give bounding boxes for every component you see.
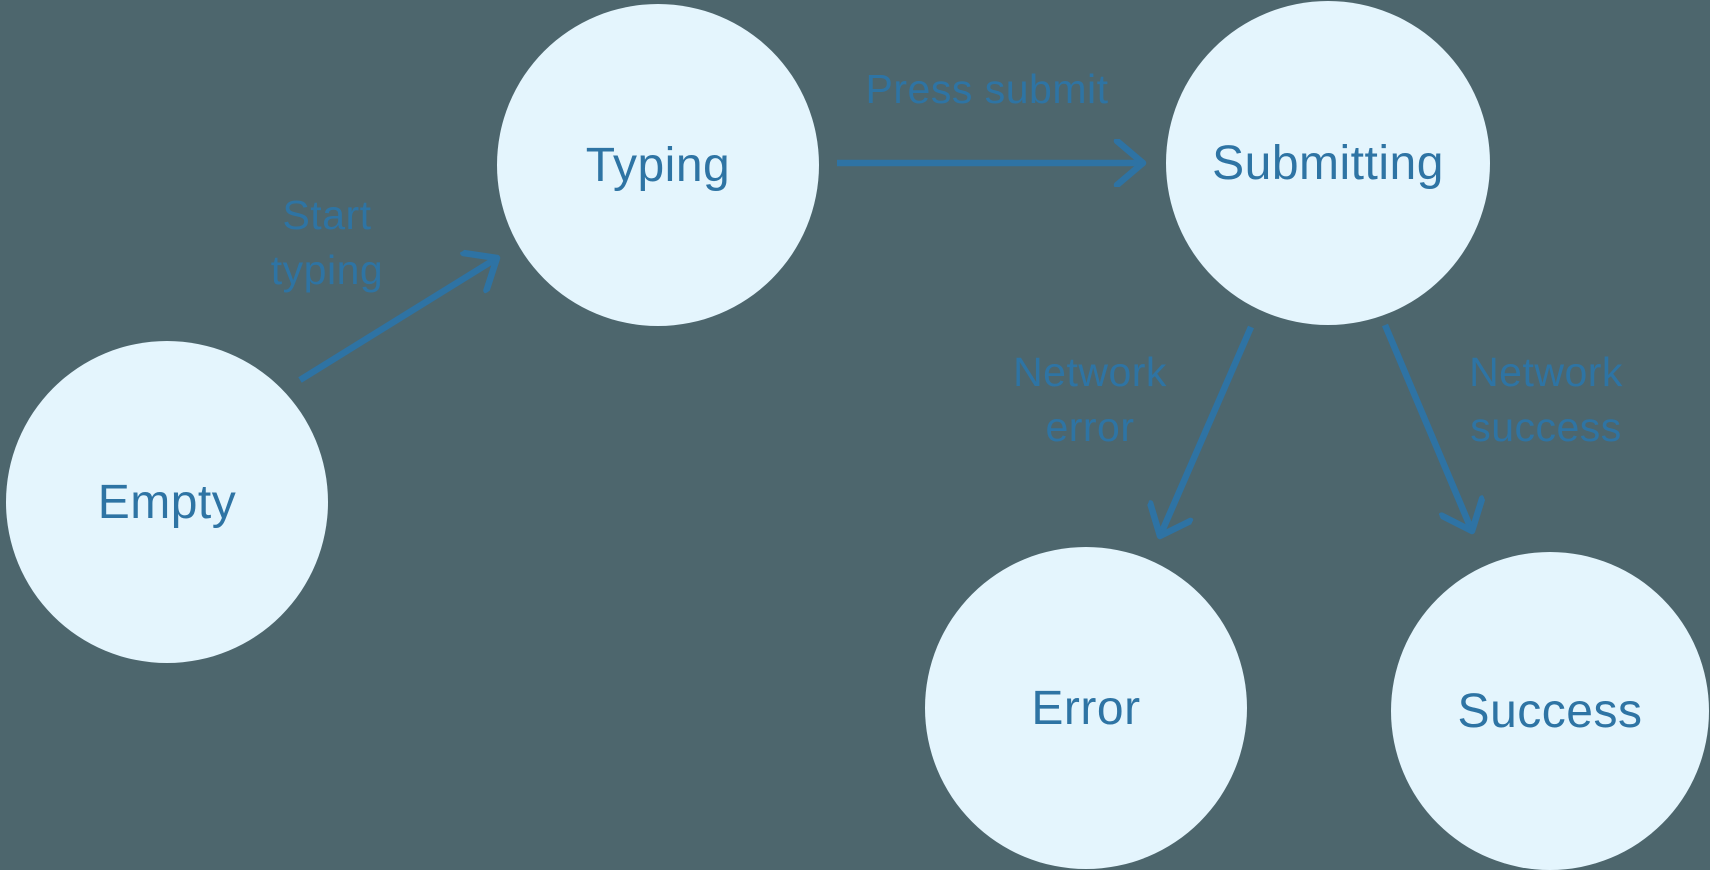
edge-label-line: Network — [1013, 349, 1167, 395]
edge-label-line: Network — [1469, 349, 1623, 395]
state-label-typing: Typing — [585, 138, 731, 192]
edge-submitting-to-error — [1160, 325, 1254, 536]
edge-label-network-success: Network success — [1406, 345, 1686, 455]
state-node-typing: Typing — [497, 4, 819, 326]
edge-label-line: Start — [282, 192, 372, 238]
edge-label-start-typing: Start typing — [187, 188, 467, 298]
edge-label-network-error: Network error — [950, 345, 1230, 455]
edge-submitting-to-success — [1382, 323, 1472, 531]
state-label-submitting: Submitting — [1212, 136, 1444, 190]
state-node-error: Error — [925, 547, 1247, 869]
edge-label-line: typing — [270, 247, 384, 293]
state-label-empty: Empty — [97, 475, 237, 529]
state-label-success: Success — [1457, 684, 1643, 738]
state-label-error: Error — [1031, 681, 1141, 735]
edge-label-line: Press submit — [865, 66, 1109, 112]
edge-label-line: error — [1045, 404, 1135, 450]
edge-empty-to-typing — [298, 258, 497, 383]
edge-label-press-submit: Press submit — [817, 62, 1157, 117]
state-node-success: Success — [1391, 552, 1709, 870]
state-node-submitting: Submitting — [1166, 1, 1490, 325]
state-node-empty: Empty — [6, 341, 328, 663]
edge-label-line: success — [1470, 404, 1622, 450]
